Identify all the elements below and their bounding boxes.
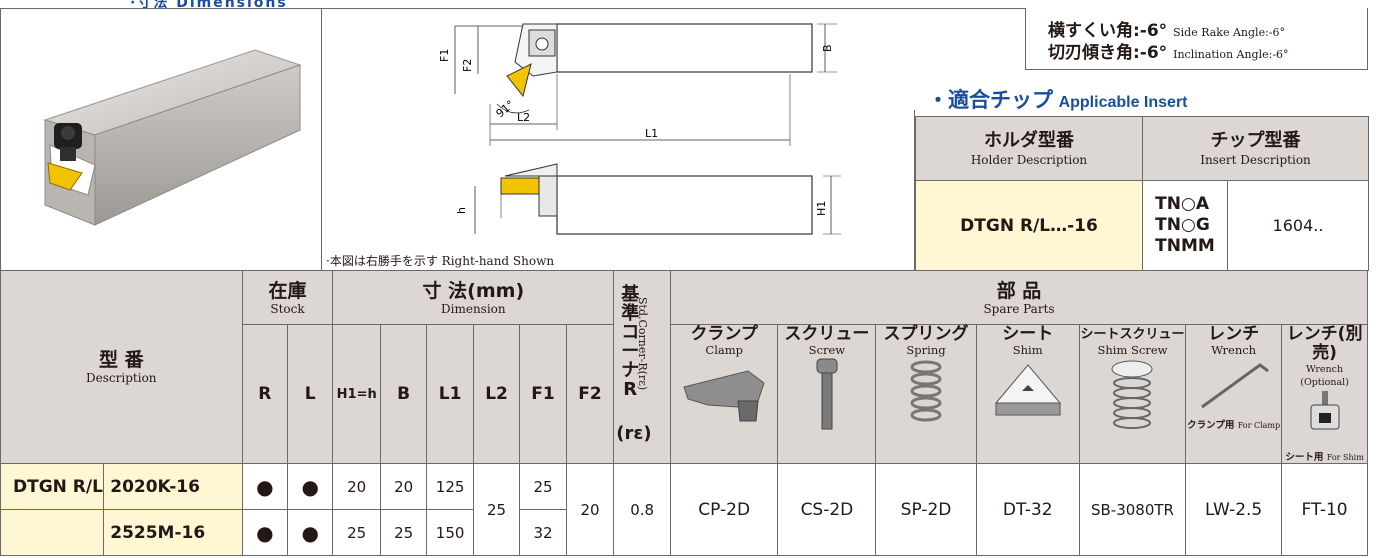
f1-value: 25: [519, 463, 567, 510]
shim-icon: [994, 364, 1061, 416]
f1-value: 32: [519, 509, 567, 556]
spring-icon: [910, 360, 942, 422]
screw-icon: [816, 358, 838, 430]
part-optional-wrench-header: レンチ(別売)Wrench (Optional) シート用 For Shim: [1281, 324, 1368, 464]
col-f2: F2: [565, 324, 615, 464]
tool-holder-illustration: [43, 49, 302, 226]
optional-wrench-value: FT-10: [1281, 463, 1368, 556]
shim-screw-value: SB-3080TR: [1078, 463, 1187, 556]
top-cutoff-title: ·寸法 Dimensions: [130, 0, 288, 11]
b-value: 25: [379, 509, 428, 556]
angle-label: 91°: [494, 98, 517, 120]
angle-info-box: 横すくい角:-6° Side Rake Angle:-6° 切刃傾き角:-6° …: [1025, 8, 1368, 70]
insert-size-value: 1604..: [1227, 180, 1369, 271]
shim-value: DT-32: [975, 463, 1080, 556]
side-rake-angle: 横すくい角:-6° Side Rake Angle:-6°: [1048, 21, 1285, 41]
col-l2: L2: [472, 324, 521, 464]
l1-label: L1: [645, 127, 658, 140]
f1-label: F1: [438, 49, 451, 62]
screw-value: CS-2D: [777, 463, 877, 556]
model-prefix: DTGN R/L: [0, 463, 105, 510]
side-view-drawing: h H1: [455, 163, 841, 235]
t-wrench-icon: [1310, 391, 1340, 430]
col-b: B: [379, 324, 428, 464]
optional-wrench-note: シート用 For Shim: [1285, 452, 1364, 463]
l1-value: 150: [426, 509, 474, 556]
h1h-value: 25: [332, 509, 381, 556]
stock-l-indicator: ●: [286, 509, 334, 556]
h1h-value: 20: [332, 463, 381, 510]
h1-label: H1: [815, 201, 828, 216]
model-prefix-blank: [0, 509, 105, 556]
dimension-header: 寸 法(mm)Dimension: [332, 270, 615, 325]
hex-wrench-icon: [1200, 363, 1269, 409]
h-label: h: [455, 207, 468, 214]
chip-item: TN○A: [1155, 194, 1209, 214]
frame-line: [0, 8, 1, 270]
clamp-value: CP-2D: [670, 463, 779, 556]
col-f1: F1: [519, 324, 567, 464]
stock-r-indicator: ●: [241, 509, 289, 556]
col-h1h: H1=h: [332, 324, 381, 464]
frame-line: [321, 8, 322, 270]
holder-description-value: DTGN R/L…-16: [915, 180, 1143, 271]
spring-value: SP-2D: [875, 463, 977, 556]
insert-chip-list: TN○A TN○G TNMM: [1142, 180, 1228, 271]
b-value: 20: [379, 463, 428, 510]
f2-label: F2: [461, 59, 474, 72]
stock-r-indicator: ●: [241, 463, 289, 510]
wrench-value: LW-2.5: [1185, 463, 1283, 556]
corner-radius-header: 基準コーナR Std.Corner-R(rε) (rε): [613, 270, 672, 464]
l1-value: 125: [426, 463, 474, 510]
model-name: 2525M-16: [103, 509, 243, 556]
chip-item: TN○G: [1155, 215, 1210, 235]
wrench-note: クランプ用 For Clamp: [1187, 420, 1281, 431]
chip-item: TNMM: [1155, 236, 1215, 256]
col-l1: L1: [426, 324, 474, 464]
frame-line: [914, 110, 915, 270]
frame-line: [0, 8, 1025, 9]
applicable-insert-title: ・適合チップ Applicable Insert: [928, 88, 1188, 112]
inclination-angle: 切刃傾き角:-6° Inclination Angle:-6°: [1048, 43, 1289, 63]
corner-radius-value: 0.8: [613, 463, 672, 556]
l2-value: 25: [472, 463, 521, 556]
col-l: L: [286, 324, 334, 464]
col-r: R: [241, 324, 289, 464]
f2-value: 20: [565, 463, 615, 556]
stock-l-indicator: ●: [286, 463, 334, 510]
shim-screw-icon: [1111, 360, 1153, 429]
top-view-drawing: F1 F2 B 91° L2 L1: [438, 23, 837, 146]
clamp-icon: [683, 370, 765, 422]
right-hand-note: ·本図は右勝手を示す Right-hand Shown: [326, 254, 555, 268]
b-label: B: [821, 44, 834, 52]
model-name: 2020K-16: [103, 463, 243, 510]
l2-label: L2: [517, 111, 530, 124]
